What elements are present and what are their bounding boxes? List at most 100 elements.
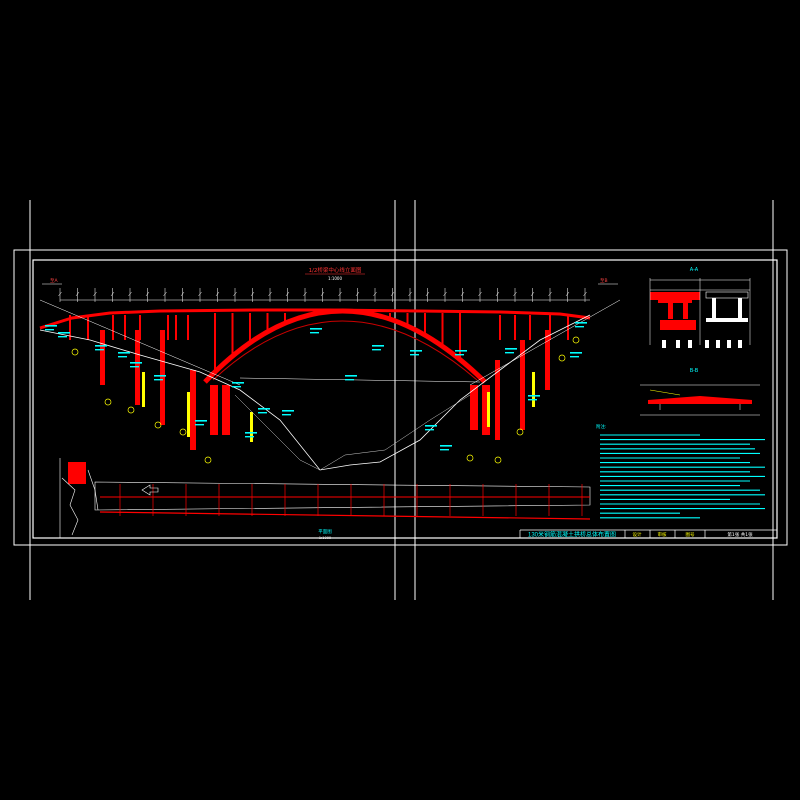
dimension-tick-mark xyxy=(355,291,360,297)
section-aa-label: A-A xyxy=(690,267,699,273)
dimension-tick-mark xyxy=(513,291,517,297)
dimension-tick-mark xyxy=(548,291,552,297)
plan-edge-line xyxy=(99,511,591,520)
dimension-tick-mark xyxy=(163,291,167,297)
bridge-deck xyxy=(39,308,591,330)
dimension-tick-mark xyxy=(110,291,115,297)
pier-number-circle xyxy=(494,456,502,464)
dimension-tick-mark xyxy=(478,291,482,297)
main-arch-rib xyxy=(203,308,487,384)
annotation-mark xyxy=(455,350,467,352)
annotation-mark xyxy=(245,436,254,438)
dimension-tick-mark xyxy=(303,291,307,297)
pier-number-circle xyxy=(572,336,580,344)
dimension-tick-mark xyxy=(373,291,377,297)
section-b-b: B-B xyxy=(640,368,760,416)
plan-pier-lines xyxy=(119,484,583,516)
water-line xyxy=(239,377,481,383)
annotation-mark xyxy=(310,328,322,330)
pier-markers xyxy=(71,336,580,464)
dimension-tick-mark xyxy=(58,291,62,297)
title-block: 130米钢筋混凝土拱桥总体布置图 设计 审核 图号 第1张 共1张 xyxy=(519,529,777,539)
dimension-tick-mark xyxy=(215,291,220,297)
notes-block: 附注: xyxy=(596,423,765,519)
dimension-tick-mark xyxy=(390,291,395,297)
annotation-mark xyxy=(245,432,257,434)
notes-heading: 附注: xyxy=(596,423,607,430)
section-bb-label: B-B xyxy=(690,368,699,374)
plan-caption: 平面图 xyxy=(318,529,332,535)
dimension-tick-mark xyxy=(565,291,570,297)
slope-line-left xyxy=(39,299,241,386)
annotation-mark xyxy=(310,332,319,334)
dimension-chain xyxy=(58,288,590,302)
pier-number-circle xyxy=(516,428,524,436)
dimension-tick-mark xyxy=(268,291,272,297)
annotation-mark xyxy=(372,345,384,347)
dimension-tick-mark xyxy=(233,291,237,297)
annotation-mark xyxy=(440,445,452,447)
dimension-tick-mark xyxy=(250,291,255,297)
annotation-mark xyxy=(95,345,107,347)
annotation-mark xyxy=(154,375,166,377)
dimension-tick-mark xyxy=(530,291,535,297)
ground-line xyxy=(39,314,591,471)
annotation-mark xyxy=(118,356,127,358)
plan-abutment xyxy=(59,458,99,538)
sheet-frame xyxy=(13,200,788,600)
dimension-tick-mark xyxy=(93,291,97,297)
spandrel-columns xyxy=(69,313,569,373)
annotation-mark xyxy=(258,412,267,414)
annotation-mark xyxy=(410,350,422,352)
annotation-mark xyxy=(118,352,130,354)
annotation-mark xyxy=(505,352,514,354)
annotation-mark xyxy=(282,414,291,416)
arch-intrados xyxy=(212,320,478,381)
pier-number-circle xyxy=(179,428,187,436)
annotation-mark xyxy=(95,349,104,351)
dimension-tick-mark xyxy=(495,291,500,297)
section-a-a: A-A xyxy=(649,267,751,348)
elevation-view: 1/2桥梁中心线立面图 1:1000 至A 至B xyxy=(39,266,621,471)
annotation-mark xyxy=(528,399,537,401)
dimension-tick-mark xyxy=(408,291,412,297)
slope-line-right xyxy=(469,299,621,386)
drawing-title: 130米钢筋混凝土拱桥总体布置图 xyxy=(528,531,616,539)
dimension-tick-mark xyxy=(145,291,150,297)
annotation-mark xyxy=(130,362,142,364)
review-label: 审核 xyxy=(658,531,667,538)
sheet-label: 第1张 共1张 xyxy=(727,531,753,538)
pier-number-circle xyxy=(466,454,474,462)
approach-piers xyxy=(100,330,550,450)
annotation-mark xyxy=(232,386,241,388)
dimension-tick-mark xyxy=(128,291,132,297)
annotation-mark xyxy=(425,425,437,427)
annotation-mark xyxy=(410,354,419,356)
annotation-mark xyxy=(345,375,357,377)
left-direction-label: 至A xyxy=(50,278,58,284)
annotation-mark xyxy=(505,348,517,350)
dimension-tick-mark xyxy=(285,291,290,297)
plan-direction-arrow xyxy=(141,484,159,496)
elevation-annotations xyxy=(45,322,587,451)
annotation-mark xyxy=(455,354,464,356)
annotation-mark xyxy=(232,382,244,384)
annotation-mark xyxy=(575,322,587,324)
annotation-mark xyxy=(440,449,449,451)
dimension-tick-mark xyxy=(443,291,447,297)
annotation-mark xyxy=(575,326,584,328)
rock-line xyxy=(234,394,471,471)
dimension-tick-mark xyxy=(583,291,587,297)
dimension-tick-mark xyxy=(425,291,430,297)
pier-number-circle xyxy=(558,354,566,362)
plan-scale: 1:1000 xyxy=(319,536,331,540)
notes-text-lines xyxy=(600,434,765,519)
elevation-caption: 1/2桥梁中心线立面图 xyxy=(309,266,362,274)
annotation-mark xyxy=(195,424,204,426)
right-direction-label: 至B xyxy=(600,278,608,284)
dimension-tick-mark xyxy=(75,291,80,297)
highlighted-piers xyxy=(142,372,535,442)
pier-number-circle xyxy=(71,348,79,356)
dimension-tick-mark xyxy=(338,291,342,297)
